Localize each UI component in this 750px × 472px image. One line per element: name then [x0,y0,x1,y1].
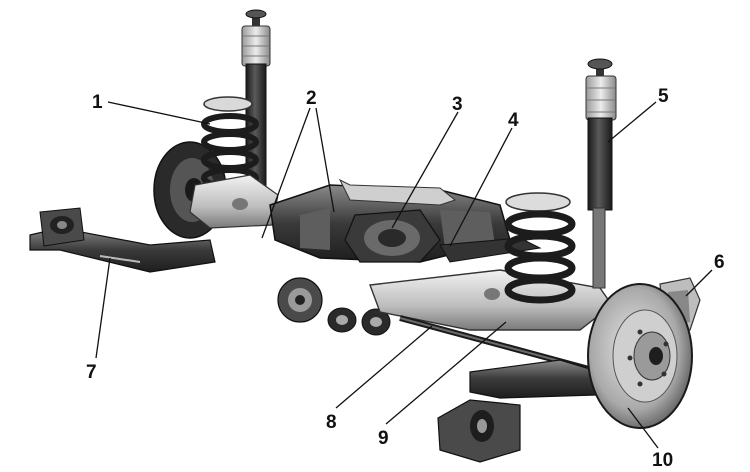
callout-labels: 1 2 3 4 5 6 7 8 9 10 [86,86,725,471]
right-coil-spring [504,192,576,304]
left-lower-arm [189,174,279,229]
right-trailing-arm [437,359,601,463]
leader-9 [385,321,507,425]
leader-lines [95,101,713,449]
callout-2: 2 [306,88,317,109]
leader-7 [95,257,111,359]
callout-8: 8 [326,412,337,433]
leader-2b [315,107,335,213]
leader-6 [685,269,713,297]
callout-10: 10 [652,450,673,471]
leader-10 [627,407,659,449]
callout-1: 1 [92,92,103,113]
callout-6: 6 [714,252,725,273]
callout-9: 9 [378,428,389,449]
drive-flange [277,277,323,323]
brake-disc [587,283,693,429]
leader-4 [449,127,513,247]
differential [344,209,441,263]
right-shock-absorber [585,58,617,289]
leader-8 [335,325,433,409]
callout-3: 3 [452,94,463,115]
subframe-bushings [327,307,391,336]
leader-1 [107,101,211,125]
leader-2a [261,107,311,239]
leader-3 [391,111,459,229]
left-trailing-arm [29,207,216,273]
callout-7: 7 [86,362,97,383]
upper-link [439,237,542,263]
leader-5 [607,101,657,143]
suspension-illustration [29,9,701,463]
callout-4: 4 [508,110,519,131]
callout-5: 5 [658,86,669,107]
